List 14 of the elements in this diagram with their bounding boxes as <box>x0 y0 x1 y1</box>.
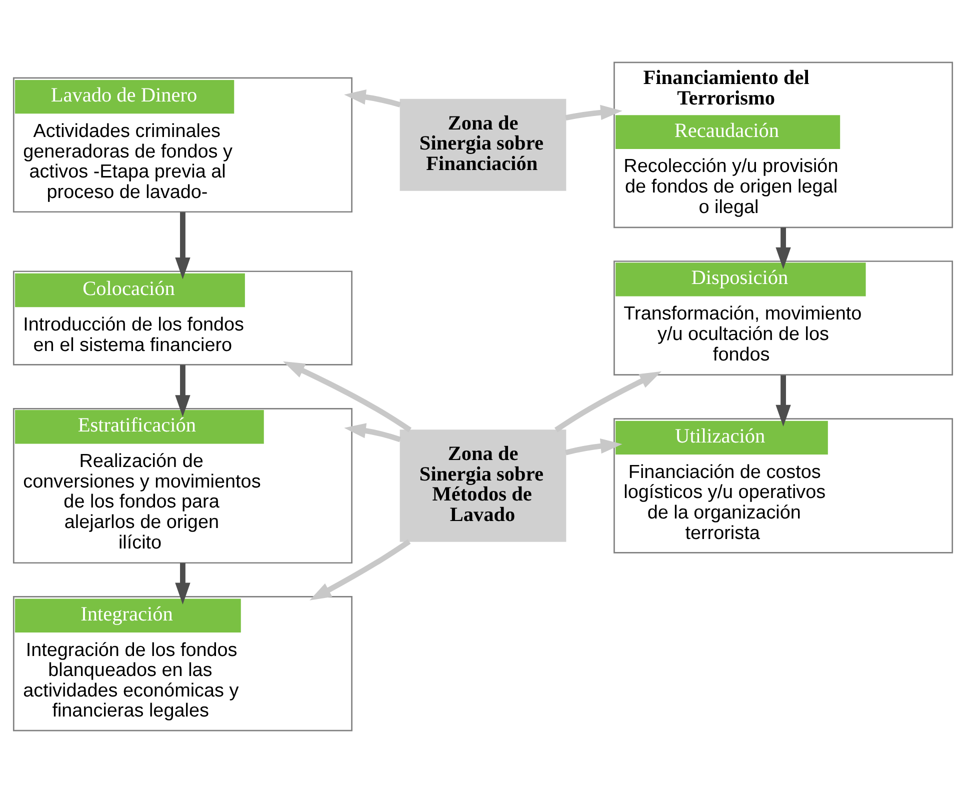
arrow <box>776 374 791 426</box>
node-box: Zona de Sinergia sobre Financiación <box>400 98 566 190</box>
arrow <box>283 360 412 432</box>
arrow <box>310 538 411 600</box>
arrow <box>554 370 662 432</box>
arrow <box>344 88 401 107</box>
arrow <box>344 422 402 442</box>
arrow <box>565 104 622 120</box>
arrow <box>175 212 190 279</box>
node-box: Zona de Sinergia sobre Métodos de Lavado <box>400 429 566 542</box>
arrow <box>565 438 622 455</box>
arrow <box>776 227 791 269</box>
arrow <box>175 364 190 416</box>
arrow <box>175 562 190 604</box>
